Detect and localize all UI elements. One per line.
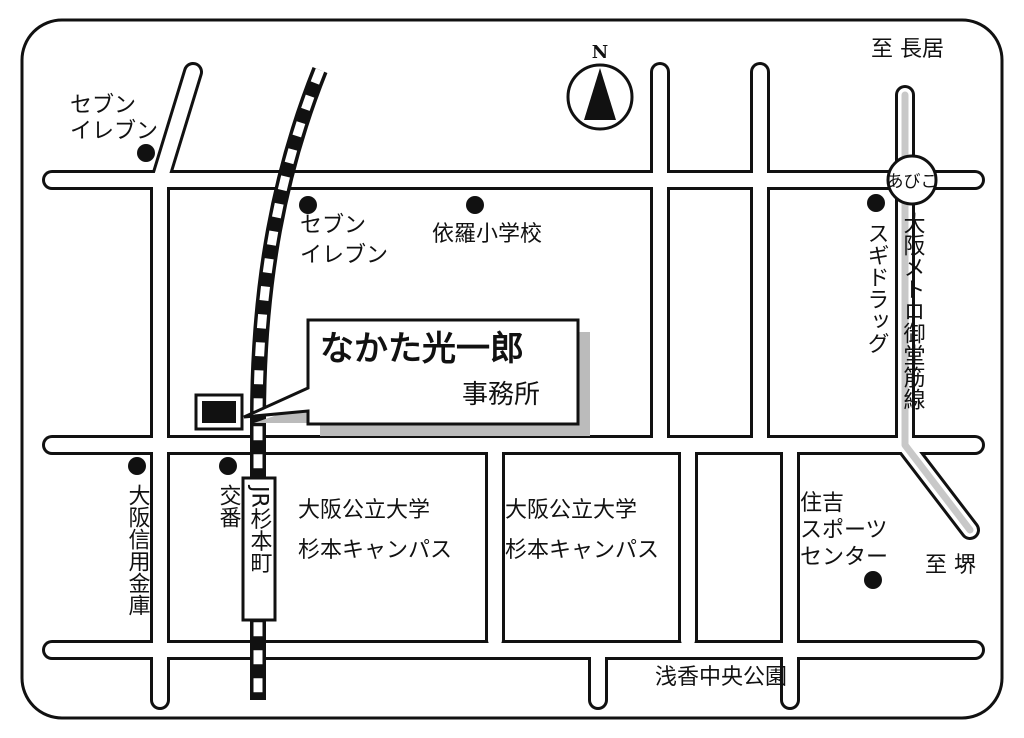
jr-railway	[250, 67, 328, 700]
koban: 交番	[216, 457, 242, 528]
asaka-park-label: 浅香中央公園	[655, 665, 787, 690]
osaka-shinyo-label: 大阪信用金庫	[125, 484, 151, 616]
seven-eleven-center: セブン イレブン	[299, 196, 388, 268]
univ1-line1: 大阪公立大学	[298, 498, 430, 523]
sports-line3: センター	[800, 545, 888, 570]
office-name: なかた光一郎	[320, 329, 524, 369]
seven-eleven-nw-line1: セブン	[70, 93, 136, 118]
seven-eleven-center-line1: セブン	[300, 213, 366, 238]
jr-sugimotocho-station: JR杉本町	[241, 476, 277, 622]
seven-eleven-nw-line2: イレブン	[70, 119, 158, 144]
abiko-station: あびこ	[886, 154, 938, 206]
koban-marker	[219, 457, 237, 475]
metro-line-label: 大阪メトロ御堂筋線	[900, 212, 926, 410]
seven-eleven-center-line2: イレブン	[300, 243, 388, 268]
sports-center-marker	[864, 571, 882, 589]
univ2-line2: 杉本キャンパス	[505, 538, 659, 563]
seven-eleven-center-marker	[299, 196, 317, 214]
jr-station-label: JR杉本町	[247, 484, 273, 574]
osaka-shinyo-marker	[128, 457, 146, 475]
osaka-shinyo-kinko: 大阪信用金庫	[125, 457, 151, 616]
abiko-station-label: あびこ	[887, 172, 938, 192]
roads	[42, 62, 985, 710]
univ1-line2: 杉本キャンパス	[298, 538, 452, 563]
compass-north-label: N	[592, 42, 608, 63]
seven-eleven-nw-marker	[137, 144, 155, 162]
sumiyoshi-sports-center: 住吉 スポーツ センター	[800, 491, 888, 589]
yora-school-label: 依羅小学校	[432, 222, 542, 247]
yora-school-marker	[466, 196, 484, 214]
university-campus-1: 大阪公立大学 杉本キャンパス	[298, 498, 452, 563]
seven-eleven-nw: セブン イレブン	[70, 93, 158, 162]
north-compass: N	[566, 42, 634, 131]
yora-school: 依羅小学校	[432, 196, 542, 247]
sugi-drug-marker	[867, 194, 885, 212]
univ2-line1: 大阪公立大学	[505, 498, 637, 523]
sugi-drug: スギドラッグ	[864, 194, 889, 354]
to-sakai-label: 至 堺	[925, 553, 976, 578]
sugi-drug-label: スギドラッグ	[864, 222, 889, 354]
sports-line1: 住吉	[800, 491, 844, 516]
koban-label: 交番	[216, 484, 242, 528]
university-campus-2: 大阪公立大学 杉本キャンパス	[505, 498, 659, 563]
office-sub: 事務所	[462, 380, 540, 410]
office-callout: なかた光一郎 事務所	[194, 318, 590, 436]
sports-line2: スポーツ	[800, 518, 888, 543]
to-nagai-label: 至 長居	[871, 37, 944, 62]
